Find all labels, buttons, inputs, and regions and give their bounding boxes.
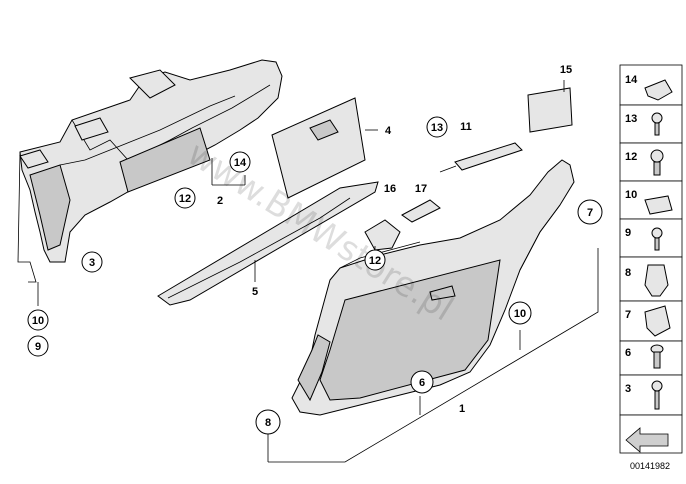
callout-label: 6 bbox=[419, 377, 425, 389]
label-15: 15 bbox=[560, 64, 572, 76]
arrow-icon bbox=[625, 427, 669, 453]
label-11: 11 bbox=[460, 121, 472, 133]
clip-icon bbox=[644, 305, 671, 337]
callout-label: 14 bbox=[234, 157, 247, 169]
sidebar-label: 9 bbox=[625, 227, 631, 239]
sidebar-cell-13 bbox=[619, 104, 683, 144]
label-17: 17 bbox=[415, 183, 427, 195]
clip-icon bbox=[644, 264, 669, 297]
small-parts-sidebar: 14 13 12 10 9 8 7 8 6 bbox=[619, 64, 683, 454]
clip-icon bbox=[644, 79, 673, 101]
callout-label: 7 bbox=[587, 207, 593, 219]
pin-icon bbox=[650, 344, 664, 369]
callout-10a: 10 bbox=[27, 309, 49, 331]
callout-13: 13 bbox=[426, 116, 448, 138]
screw-icon bbox=[651, 380, 663, 410]
callout-label: 10 bbox=[32, 315, 44, 327]
callout-12b: 12 bbox=[364, 249, 386, 271]
sidebar-label: 13 bbox=[625, 113, 637, 125]
callout-12a: 12 bbox=[174, 187, 196, 209]
screw-icon bbox=[650, 149, 664, 176]
sidebar-label: 10 bbox=[625, 189, 637, 201]
sidebar-cell-9 bbox=[619, 218, 683, 258]
screw-icon bbox=[651, 112, 663, 136]
label-4: 4 bbox=[385, 125, 392, 137]
callout-10b: 10 bbox=[508, 301, 532, 325]
label-1: 1 bbox=[459, 403, 465, 415]
callout-label: 10 bbox=[514, 308, 526, 320]
sidebar-cell-14 bbox=[619, 64, 683, 106]
label-2: 2 bbox=[217, 195, 223, 207]
label-16: 16 bbox=[384, 183, 396, 195]
callout-9: 9 bbox=[27, 335, 49, 357]
part-cover-plate bbox=[271, 97, 378, 199]
sidebar-cell-6 bbox=[619, 340, 683, 376]
label-5: 5 bbox=[252, 286, 258, 298]
callout-6: 6 bbox=[410, 370, 434, 394]
part-glove-box bbox=[267, 159, 599, 463]
part-clip-17 bbox=[401, 199, 441, 223]
sidebar-label: 8 bbox=[625, 267, 631, 279]
drawing-code: 00141982 bbox=[630, 461, 670, 471]
sidebar-cell-3 bbox=[619, 374, 683, 416]
screw-icon bbox=[651, 227, 663, 251]
callout-label: 3 bbox=[89, 257, 95, 269]
sidebar-cell-12 bbox=[619, 142, 683, 182]
callout-14: 14 bbox=[229, 151, 251, 173]
callout-label: 12 bbox=[369, 255, 381, 267]
callout-label: 8 bbox=[265, 417, 271, 429]
sidebar-label: 6 bbox=[625, 347, 631, 359]
callout-3: 3 bbox=[81, 251, 103, 273]
callout-label: 12 bbox=[179, 193, 191, 205]
sidebar-label: 14 bbox=[625, 74, 638, 86]
part-pad bbox=[527, 80, 573, 133]
callout-8: 8 bbox=[255, 409, 281, 435]
callout-label: 13 bbox=[431, 122, 443, 134]
part-clip-16 bbox=[364, 219, 401, 251]
nut-clip-icon bbox=[644, 195, 673, 215]
callout-label: 9 bbox=[35, 341, 41, 353]
part-dash-trim bbox=[17, 59, 283, 283]
sidebar-label: 7 bbox=[625, 309, 631, 321]
part-trim-strip bbox=[157, 181, 379, 306]
sidebar-label: 3 bbox=[625, 383, 631, 395]
sidebar-label: 12 bbox=[625, 151, 637, 163]
callout-7: 7 bbox=[577, 199, 603, 225]
part-rod bbox=[439, 142, 523, 173]
leader-lines bbox=[37, 158, 376, 306]
